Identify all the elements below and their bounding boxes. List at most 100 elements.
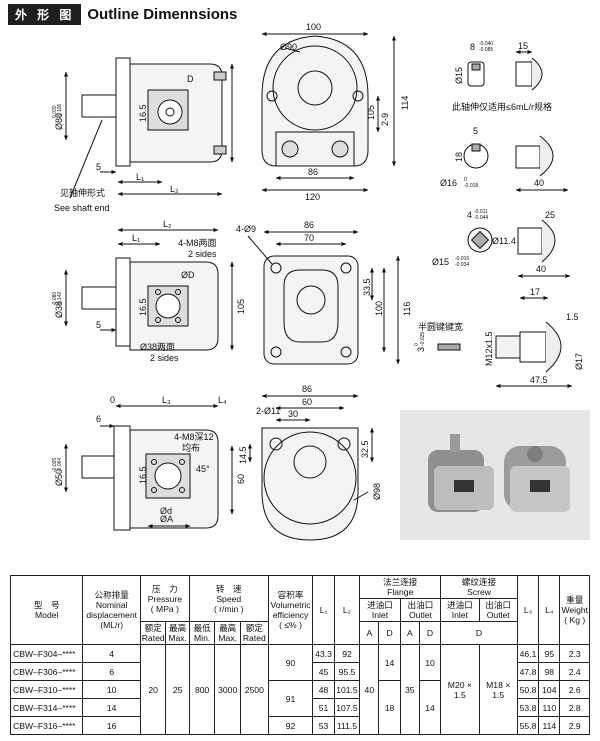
cell-l2: 107.5 (333, 698, 361, 717)
shaft-detail-4 (437, 296, 573, 388)
shaft3-d15-tol-top: -0.016 (455, 256, 469, 262)
view2-side-hole-4 (175, 317, 181, 323)
th-l3: L₃ (516, 575, 540, 645)
view1-front-d90: Ø90 (280, 42, 297, 52)
shaft1-shaft (515, 61, 533, 87)
th-pres-en: Pressure (147, 593, 183, 604)
view3-front-60: 60 (302, 397, 312, 407)
shaft-detail-1 (467, 50, 543, 91)
shaft4-k3-tol-top: 0 (414, 343, 420, 346)
view2-front-hole-rb (340, 346, 352, 358)
th-speed-cn: 转 速 (215, 583, 242, 594)
view1-front-bolt-lt (281, 140, 299, 158)
view2-side-d38b: Ø38两面 (140, 342, 175, 352)
cell-rated-pressure: 20 (139, 644, 167, 735)
view1-side-labels: Ø80 0.030 -0.106 D 16.5 5 L₁ L₂ 见轴伸形式 Se… (52, 74, 194, 213)
th-pressure: 压 力 Pressure ( MPa ) (139, 575, 190, 622)
th-eff-cn: 容积率 (277, 590, 304, 600)
spec-table-head: 型 号 Model 公称排量 Nominal displacement (ML/… (9, 575, 590, 645)
cell-weight: 2.6 (559, 680, 590, 699)
th-eff-unit: ( ≤% ) (279, 620, 302, 630)
view2-side-hole-2 (175, 289, 181, 295)
cell-disp: 6 (82, 662, 141, 681)
cell-l1: 53 (312, 716, 335, 735)
view1-front-114: 114 (400, 96, 410, 110)
view1-front-29: 2-9 (380, 113, 390, 126)
th-s-inlet-cn: 进油口 (446, 600, 473, 610)
view2-side-shaft (81, 286, 119, 310)
shaft1-key (471, 63, 481, 71)
th-pres-max: 最高 Max. (165, 621, 190, 645)
th-wt-unit: ( Kg ) (564, 615, 586, 625)
table-row: CBW–F316–**** 16 92 53 111.5 55.8 114 2.… (9, 716, 590, 735)
th-inlet-cn: 进油口 (367, 600, 393, 610)
th-pres-unit: ( MPa ) (150, 603, 179, 614)
header-badge: 外 形 图 (8, 3, 82, 25)
th-sp-b-cn: 最高 (219, 623, 237, 633)
view1-front-labels: 100 Ø90 105 2-9 114 86 120 (280, 22, 410, 202)
shaft4-m12: M12x1.5 (484, 331, 494, 366)
th-wt-cn: 重量 (566, 595, 584, 605)
view2-front-335: 33.5 (362, 278, 372, 296)
shaft4-k3: 3 (416, 347, 426, 352)
photo-right-hub (527, 446, 543, 462)
product-photo (400, 410, 590, 540)
view3-side-d50-tol-top: -0.025 (52, 458, 58, 472)
shaft3-key (470, 230, 490, 250)
view2-side-d38-tol-bot: -0.142 (57, 292, 63, 306)
shaft3-d15: Ø15 (432, 257, 449, 267)
view1-side-5: 5 (96, 162, 101, 172)
view1-front-lower-block (275, 131, 355, 167)
view3-front-325: 32.5 (360, 440, 370, 458)
spec-table-body: CBW–F304–**** 4 20 25 800 3000 2500 90 4… (9, 644, 590, 735)
view2-side-105: 105 (236, 299, 246, 314)
view2-side-hole-1 (155, 289, 161, 295)
th-disp-en2: displacement (86, 610, 137, 620)
view1-side-d80-tol-bot: -0.106 (57, 104, 63, 118)
view3-side-m8: 4-M8深12 (174, 432, 214, 442)
th-l2: L₂ (333, 575, 361, 645)
view3-front-leader-d98 (353, 491, 369, 501)
shaft4-shaft (519, 331, 547, 363)
cell-screw-in: M20 × 1.5 (440, 644, 480, 735)
view2-side-l1: L₁ (132, 233, 140, 243)
shaft3-4-tol-bot: -0.044 (474, 215, 488, 221)
th-efficiency: 容积率 Volumetric efficiency ( ≤% ) (267, 575, 314, 645)
view2-front-hole-rt (340, 262, 352, 274)
view3-side-165: 16.5 (138, 466, 148, 484)
th-s-outlet-en: Outlet (486, 610, 510, 620)
cell-l3: 50.8 (516, 680, 540, 699)
th-fl-out-d: D (418, 621, 442, 645)
view3-side-hole-2 (179, 459, 185, 465)
th-screw-inlet: 进油口 Inlet (440, 598, 480, 622)
view1-front-hole-left (266, 90, 278, 102)
th-screw-d: D (440, 621, 518, 645)
view2-side (64, 228, 234, 351)
cell-fl-out-a: 35 (399, 644, 420, 735)
cell-l1: 48 (312, 680, 335, 699)
view2-front-86: 86 (304, 220, 314, 230)
shaft1-note: 此轴伸仅适用≤6mL/r规格 (452, 101, 552, 112)
th-disp-unit: (ML/r) (100, 620, 124, 630)
th-screw-cn: 螺纹连接 (461, 577, 497, 587)
spec-table: 型 号 Model 公称排量 Nominal displacement (ML/… (9, 575, 590, 735)
cell-l1: 45 (312, 662, 335, 681)
shaft1-b8-tol-top: -0.040 (479, 41, 493, 47)
shaft-detail-2-labels: 5 18 Ø16 0 -0.018 40 (440, 126, 544, 189)
th-speed-rated: 额定 Rated (239, 621, 269, 645)
shaft4-475: 47.5 (530, 375, 548, 385)
cell-l4: 95 (538, 644, 561, 663)
view3-front-hole-left (269, 437, 283, 451)
view2-front-boss (283, 269, 339, 343)
cell-weight: 2.3 (559, 644, 590, 663)
view1-front-pilot (272, 45, 358, 131)
view2-side-port-bore (155, 293, 181, 319)
view1-side-bolt-top (213, 71, 227, 81)
shaft1-key-section (467, 61, 485, 87)
view2-side-d: ØD (181, 270, 195, 280)
view1-side-bolt-bottom (213, 145, 227, 155)
cell-fl-out-d1: 10 (418, 644, 442, 681)
cell-l2: 92 (333, 644, 361, 663)
shaft1-15: 15 (518, 41, 528, 51)
view1-side-165: 16.5 (138, 104, 148, 122)
